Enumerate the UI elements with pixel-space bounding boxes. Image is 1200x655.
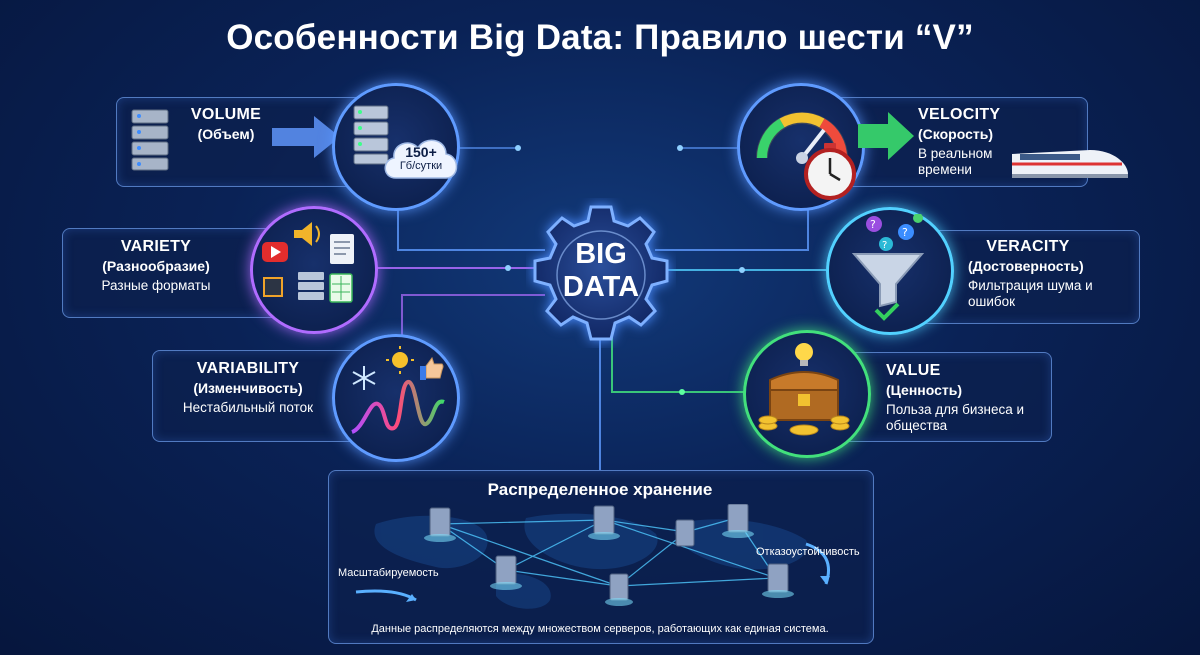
veracity-desc: Фильтрация шума и ошибок [968, 278, 1093, 310]
volume-name: VOLUME [190, 106, 262, 123]
data-formats-icon [262, 222, 354, 303]
svg-text:?: ? [882, 240, 887, 251]
train-icon [1012, 150, 1128, 178]
server-network-map [355, 504, 830, 609]
scalability-label: Масштабируемость [338, 567, 439, 579]
volume-badge-bottom: Гб/сутки [399, 160, 443, 172]
velocity-name: VELOCITY [918, 106, 1001, 123]
variability-icon [351, 346, 445, 434]
audio-icon [294, 222, 312, 246]
arrow-right-icon [272, 116, 340, 158]
variety-desc: Разные форматы [101, 278, 211, 293]
snowflake-icon [352, 366, 376, 390]
storage-title: Распределенное хранение [487, 480, 713, 499]
svg-text:?: ? [870, 218, 876, 231]
variability-desc: Нестабильный поток [182, 400, 314, 415]
volume-ru: (Объем) [197, 126, 255, 142]
page-title: Особенности Big Data: Правило шести “V” [226, 18, 974, 57]
variety-circle [250, 206, 378, 334]
center-line-2: DATA [562, 271, 640, 303]
variety-label: VARIETY (Разнообразие) Разные форматы [66, 238, 246, 294]
speedometer-icon [756, 112, 848, 164]
clock-icon [804, 143, 856, 200]
variability-ru: (Изменчивость) [193, 380, 303, 396]
variety-name: VARIETY [120, 238, 192, 255]
storage-caption: Данные распределяются между множеством с… [371, 623, 829, 635]
volume-badge: 150+ Гб/сутки [386, 145, 456, 173]
volume-label: VOLUME (Объем) [178, 106, 274, 142]
variability-name: VARIABILITY [196, 360, 300, 377]
lightbulb-icon [795, 343, 813, 361]
big-data-gear-icon [533, 205, 669, 341]
value-desc: Польза для бизнеса и общества [886, 402, 1025, 434]
chip-icon [263, 277, 283, 297]
storage-card [328, 470, 874, 644]
variability-card [152, 350, 362, 442]
value-ru: (Ценность) [886, 382, 963, 398]
velocity-label: VELOCITY (Скорость) В реальном времени [918, 106, 1048, 178]
sun-icon [392, 352, 408, 368]
value-name: VALUE [886, 362, 941, 379]
filter-funnel-icon: ? ? ? [851, 214, 925, 321]
velocity-ru: (Скорость) [918, 126, 993, 142]
treasure-chest-icon [758, 343, 850, 436]
document-icon [330, 234, 354, 264]
server-rack-icon [131, 109, 169, 171]
server-node-icons [424, 504, 794, 606]
veracity-ru: (Достоверность) [968, 258, 1084, 274]
arrow-right-green-icon [858, 112, 914, 160]
variability-label: VARIABILITY (Изменчивость) Нестабильный … [158, 360, 338, 416]
server-stack-icon [353, 105, 389, 165]
center-line-1: BIG [575, 238, 627, 270]
fault-tolerance-label: Отказоустойчивость [756, 546, 860, 558]
center-label: BIG DATA [551, 238, 651, 304]
veracity-name: VERACITY [986, 238, 1070, 255]
volume-badge-top: 150+ [405, 144, 437, 160]
variety-ru: (Разнообразие) [102, 258, 210, 274]
velocity-desc: В реальном времени [918, 146, 993, 178]
cloud-icon [384, 139, 458, 179]
value-label: VALUE (Ценность) Польза для бизнеса и об… [886, 362, 1046, 434]
svg-text:?: ? [902, 226, 908, 239]
thumbs-up-icon [425, 356, 444, 379]
veracity-label: VERACITY (Достоверность) Фильтрация шума… [968, 238, 1136, 310]
